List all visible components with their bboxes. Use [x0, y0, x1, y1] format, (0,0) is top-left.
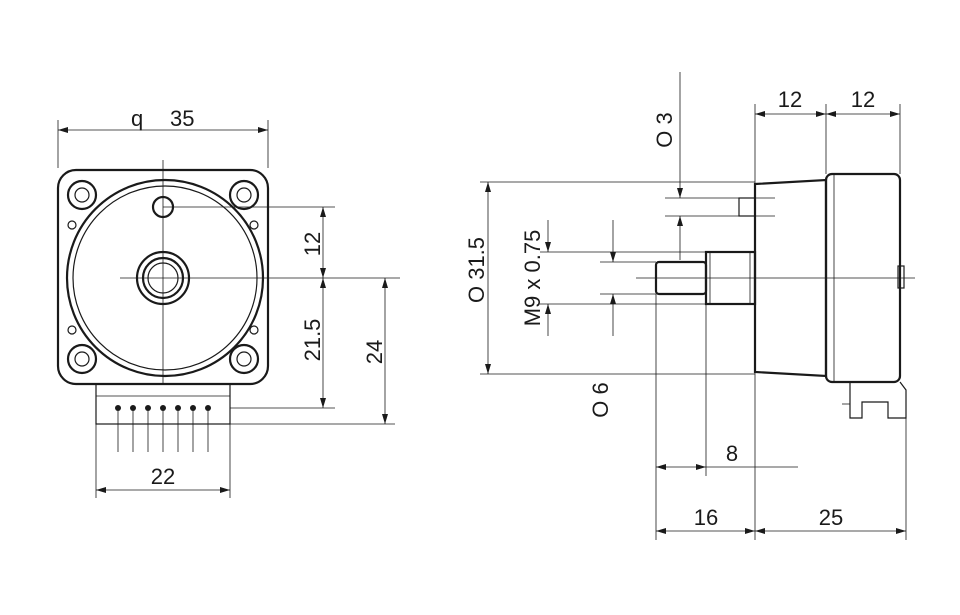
dia-31-5-label: O 31.5: [464, 237, 489, 303]
dim-12-top-right: 12: [851, 87, 875, 112]
connector-pin: [130, 405, 136, 411]
dia-3-label: O 3: [652, 112, 677, 147]
connector: [95, 383, 231, 452]
dim-21-5-label: 21.5: [300, 319, 325, 362]
dim-25-label: 25: [819, 505, 843, 530]
dim-24-label: 24: [362, 340, 387, 364]
connector-pin: [190, 405, 196, 411]
corner-screw-bl: [66, 343, 98, 375]
width-35-label: 35: [170, 106, 194, 131]
corner-screw-br: [228, 343, 260, 375]
connector-pin: [115, 405, 121, 411]
connector-pin: [160, 405, 166, 411]
pin-3: [738, 197, 756, 217]
side-view: O 3 O 31.5 M9 x 0.75 O 6 12 12 8 16 25: [464, 72, 915, 540]
dim-22-label: 22: [151, 464, 175, 489]
connector-pin: [205, 405, 211, 411]
dim-12-label: 12: [300, 232, 325, 256]
connector-pin: [175, 405, 181, 411]
corner-screw-tl: [66, 179, 98, 211]
front-view: q 35 12 21.5 24 22: [56, 106, 400, 498]
dia-6-label: O 6: [588, 382, 613, 417]
dim-16-label: 16: [694, 505, 718, 530]
dim-8-label: 8: [726, 441, 738, 466]
connector-pin: [145, 405, 151, 411]
dim-12-top-left: 12: [778, 87, 802, 112]
corner-screw-tr: [228, 179, 260, 211]
thread-label: M9 x 0.75: [520, 230, 545, 327]
width-symbol: q: [131, 106, 143, 131]
